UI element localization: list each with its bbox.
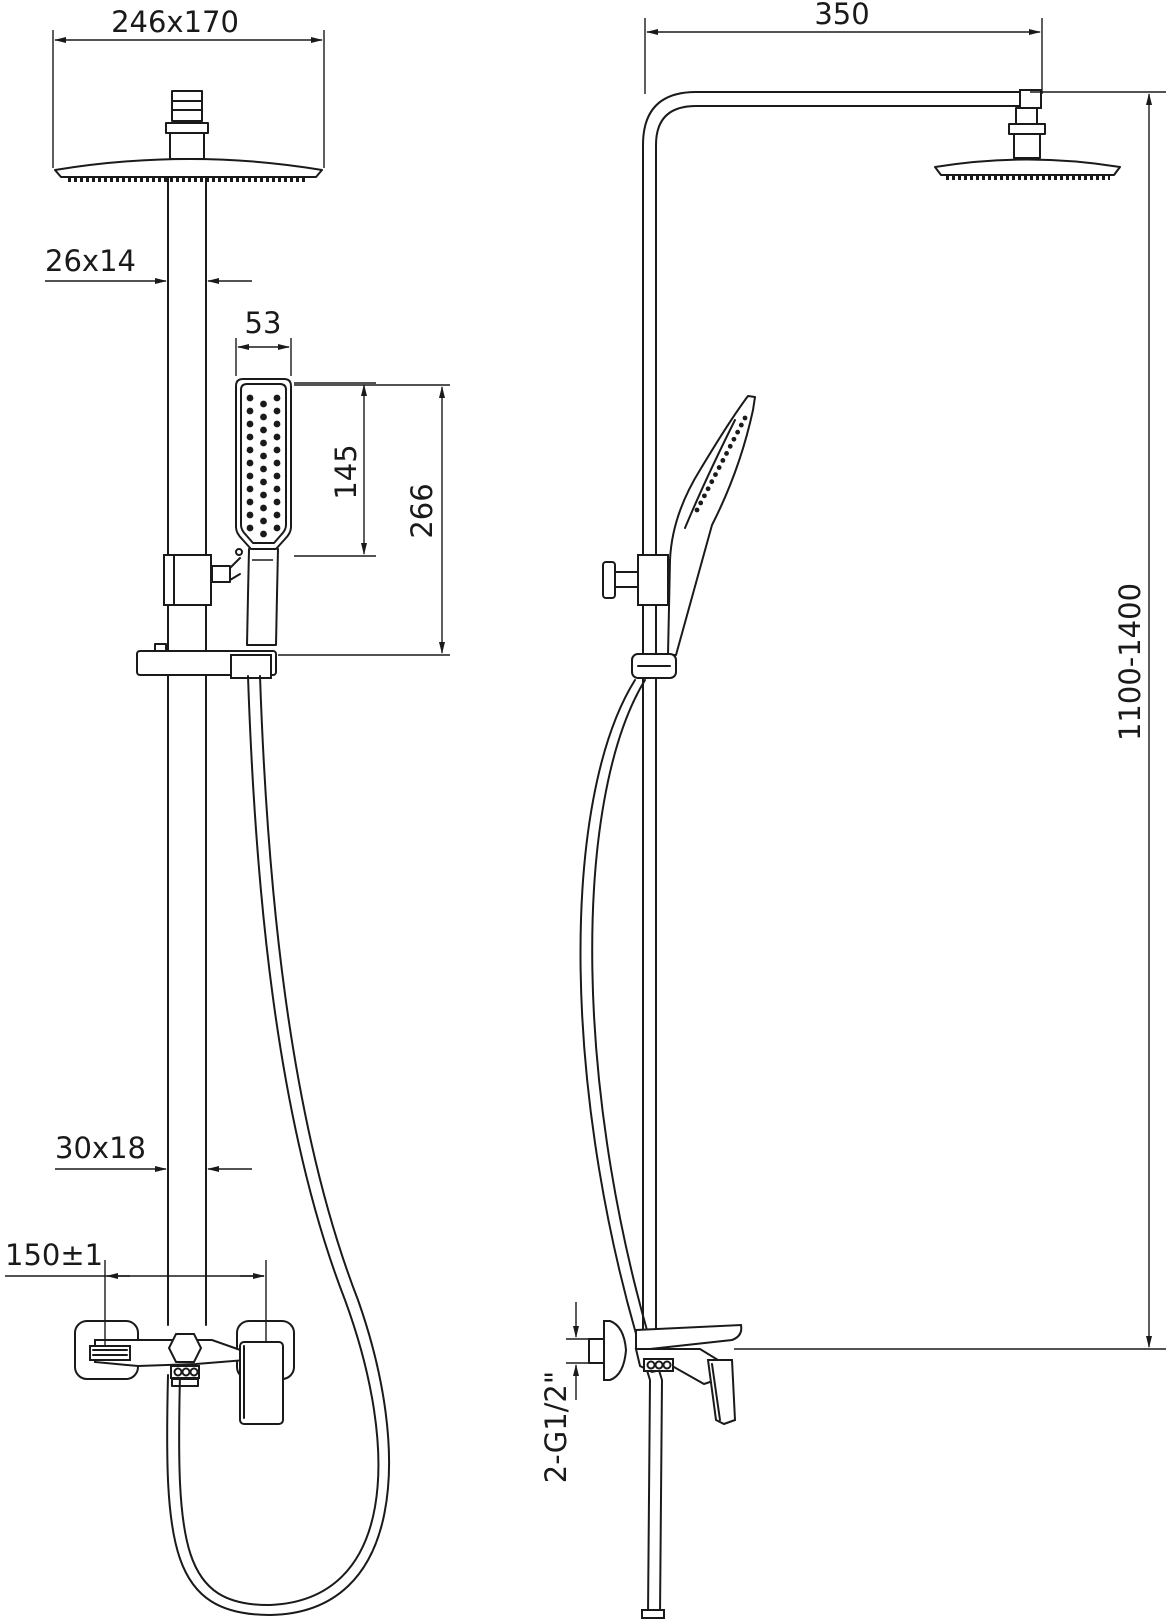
hand-shower-holder-side xyxy=(602,554,669,606)
nozzle xyxy=(246,485,254,493)
dim-upper-rod: 26x14 xyxy=(45,244,136,278)
nozzle xyxy=(246,420,254,428)
dimension-2-g1-2: 2-G1/2" xyxy=(539,1302,600,1483)
dim-overhead-size: 246x170 xyxy=(111,5,239,39)
shower-rod-front xyxy=(167,176,207,1326)
dimension-26x14: 26x14 xyxy=(45,244,252,284)
nozzle xyxy=(273,511,281,519)
dimension-350: 350 xyxy=(644,0,1043,94)
nozzle xyxy=(246,498,254,506)
dimension-145: 145 xyxy=(294,382,376,557)
nozzle xyxy=(709,479,715,485)
front-view: 246x170 26x14 53 145 266 xyxy=(5,5,450,1616)
shower-hose-side xyxy=(579,679,665,1619)
nozzle xyxy=(273,524,281,532)
hand-shower-side xyxy=(667,395,756,656)
dim-arm-length: 350 xyxy=(814,0,869,31)
dimension-53: 53 xyxy=(235,306,292,376)
nozzle xyxy=(260,439,267,447)
dim-lower-rod: 30x18 xyxy=(55,1131,146,1165)
nozzle xyxy=(260,478,267,486)
mixer-front xyxy=(74,1320,295,1425)
nozzle xyxy=(742,415,748,421)
nozzle xyxy=(246,511,254,519)
dim-spray-length: 145 xyxy=(329,444,363,499)
nozzle xyxy=(246,407,254,415)
nozzle xyxy=(260,504,267,512)
nozzle xyxy=(720,458,726,463)
nozzle xyxy=(273,420,281,428)
nozzle xyxy=(273,459,281,467)
dimension-30x18: 30x18 xyxy=(55,1131,252,1172)
nozzle xyxy=(273,394,281,402)
mixer-side xyxy=(588,1320,743,1426)
dim-hand-width: 53 xyxy=(245,306,282,340)
overhead-shower-front xyxy=(54,90,323,182)
nozzle xyxy=(260,491,267,499)
nozzle xyxy=(246,524,254,532)
nozzle xyxy=(273,498,281,506)
nozzle xyxy=(260,452,267,460)
nozzle xyxy=(713,472,718,478)
nozzle xyxy=(260,413,267,421)
nozzle xyxy=(246,433,254,441)
slider-side xyxy=(631,653,677,679)
overhead-shower-side xyxy=(934,107,1121,180)
nozzle xyxy=(738,422,744,428)
nozzle xyxy=(246,472,254,480)
nozzle xyxy=(260,517,267,525)
nozzle xyxy=(260,426,267,434)
nozzle xyxy=(246,394,254,402)
dimension-1100-1400: 1100-1400 xyxy=(734,91,1166,1350)
nozzle xyxy=(701,493,707,499)
dim-column-height: 1100-1400 xyxy=(1113,583,1147,741)
nozzle xyxy=(260,465,267,473)
nozzle xyxy=(273,407,281,415)
dimension-150: 150±1 xyxy=(5,1238,267,1347)
nozzle xyxy=(694,507,700,513)
nozzle xyxy=(273,472,281,480)
shower-arm-side xyxy=(642,89,1042,1330)
nozzle xyxy=(273,433,281,441)
dimension-246x170: 246x170 xyxy=(52,5,325,168)
nozzle xyxy=(731,436,737,442)
dim-inlet-thread: 2-G1/2" xyxy=(539,1371,573,1483)
nozzle xyxy=(260,400,267,408)
nozzle xyxy=(705,486,711,492)
nozzle xyxy=(273,446,281,454)
dimension-266: 266 xyxy=(278,384,450,656)
nozzle-grid xyxy=(246,394,281,538)
dim-inlet-spacing: 150±1 xyxy=(5,1238,103,1272)
nozzle xyxy=(716,465,722,470)
hand-shower-front xyxy=(235,378,292,646)
nozzle xyxy=(246,446,254,454)
nozzle xyxy=(735,429,741,435)
dim-hand-length: 266 xyxy=(405,483,439,538)
shower-hose-front xyxy=(166,675,391,1616)
side-view: 350 1100-1400 2-G1/2" xyxy=(539,0,1166,1619)
nozzle xyxy=(698,500,704,506)
nozzle xyxy=(273,485,281,493)
nozzle xyxy=(260,530,267,538)
slider-bar-front xyxy=(136,643,277,679)
nozzle xyxy=(727,443,733,449)
nozzle xyxy=(724,450,729,456)
nozzle xyxy=(246,459,254,467)
nozzle-row-side xyxy=(694,415,748,513)
hand-shower-holder-front xyxy=(163,548,243,606)
